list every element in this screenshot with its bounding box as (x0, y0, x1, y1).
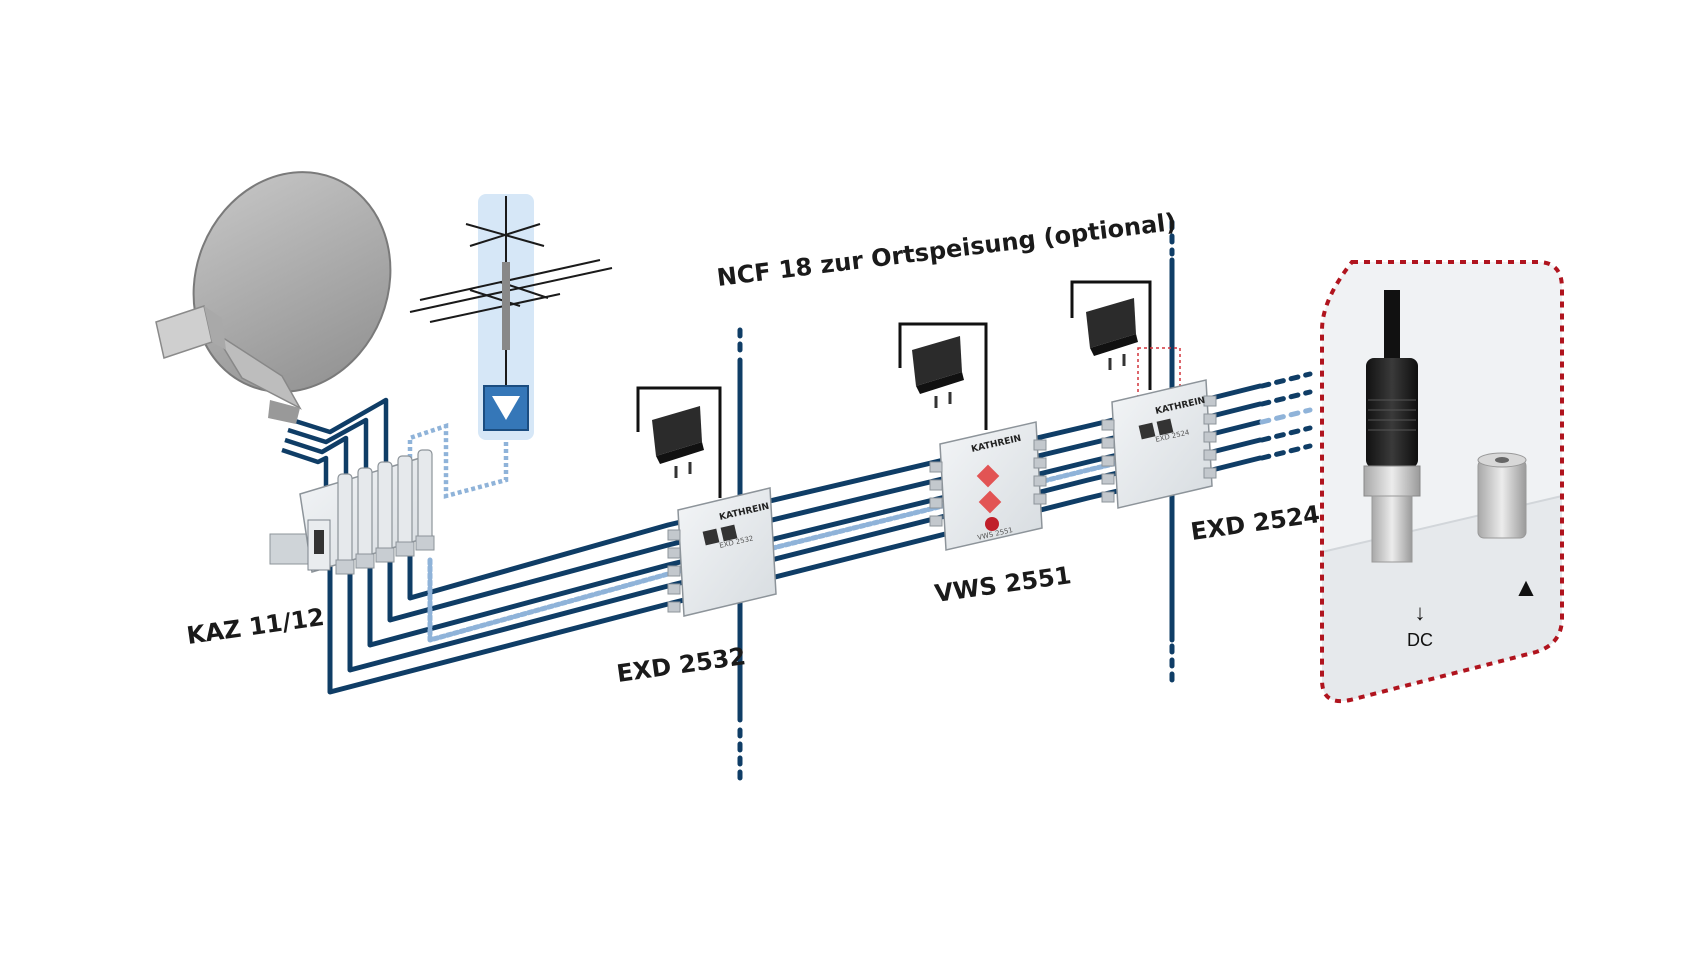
power-adapter-icon (636, 386, 722, 498)
terrestrial-antenna-icon (409, 194, 613, 440)
connector-detail-inset: ↓ DC ▲ (1320, 260, 1564, 703)
kaz-label: KAZ 11/12 (185, 603, 326, 650)
terrestrial-feed (407, 422, 509, 499)
exd-2532-device: KATHREIN EXD 2532 (667, 487, 777, 617)
dc-label: DC (1407, 630, 1433, 650)
exd-2524-device: KATHREIN EXD 2524 (1101, 379, 1217, 509)
dc-arrow-icon: ↓ (1415, 600, 1426, 625)
exd1-label: EXD 2532 (615, 642, 748, 688)
vws-2551-device: KATHREIN VWS 2551 (929, 421, 1047, 551)
ncf-label: NCF 18 zur Ortspeisung (optional) (715, 208, 1177, 292)
power-adapter-icon (898, 322, 988, 430)
dish-feed-cables (281, 397, 389, 500)
kaz-combiner (269, 449, 435, 575)
exd2-label: EXD 2524 (1189, 500, 1322, 546)
vws-label: VWS 2551 (933, 561, 1073, 608)
triangle-symbol-icon: ▲ (1513, 572, 1539, 602)
satellite-dish-icon (155, 171, 392, 424)
coax-connector-icon (1366, 358, 1418, 468)
